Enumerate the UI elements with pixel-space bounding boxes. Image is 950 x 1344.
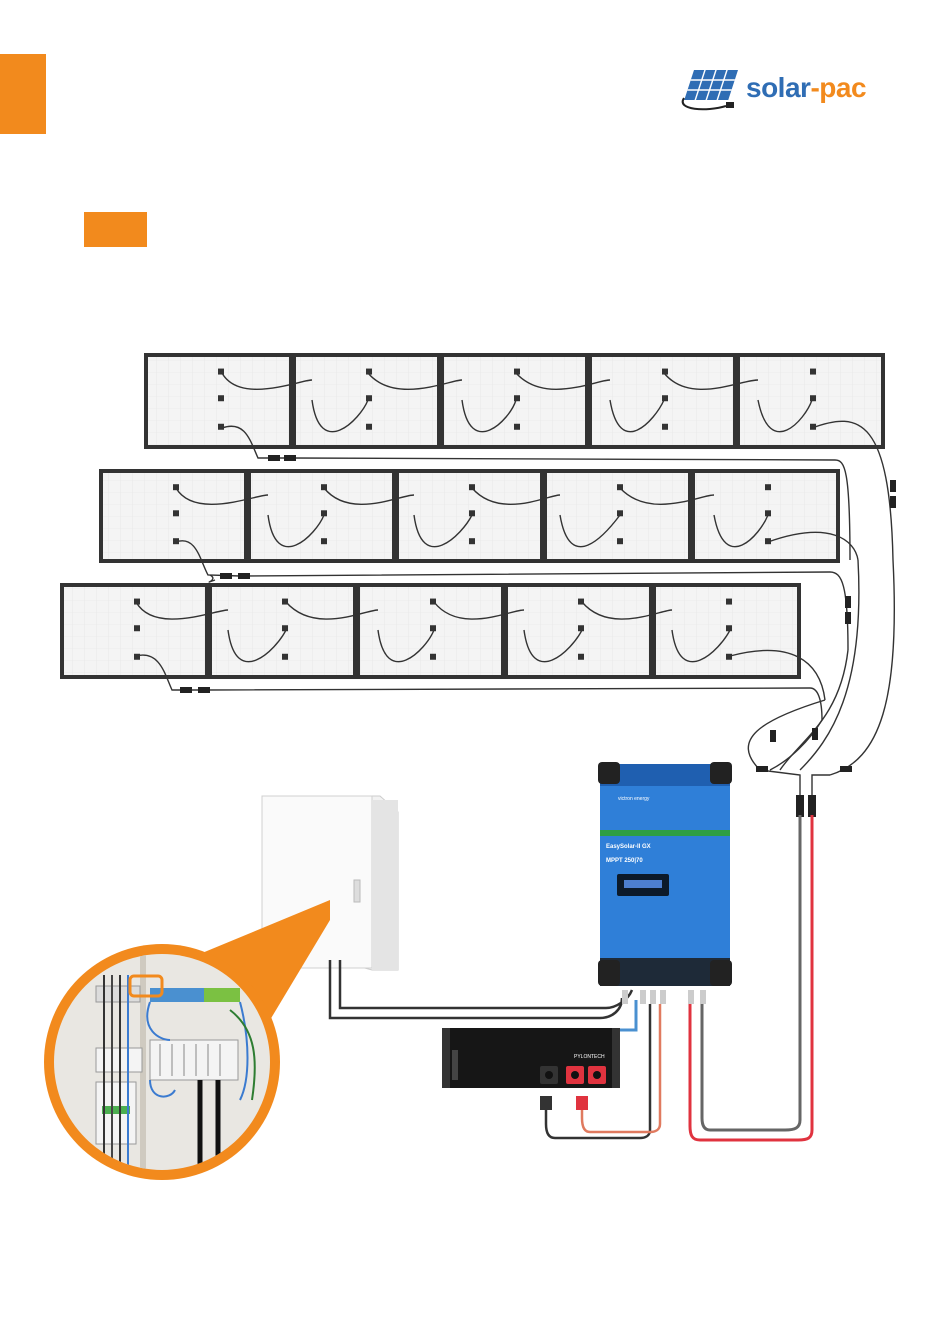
inverter-brand-text: victron energy [618, 796, 650, 802]
junction-box [430, 625, 436, 631]
junction-box [810, 369, 816, 375]
battery-unit: PYLONTECH [442, 1028, 620, 1110]
junction-box [469, 538, 475, 544]
inverter-unit: victron energy EasySolar-II GX MPPT 250|… [598, 762, 732, 1004]
junction-box [321, 484, 327, 490]
junction-box [514, 424, 520, 430]
junction-box [617, 538, 623, 544]
junction-box [662, 395, 668, 401]
junction-box [662, 424, 668, 430]
junction-box [218, 424, 224, 430]
inverter-mppt-text: MPPT 250|70 [606, 858, 643, 864]
battery-brand-text: PYLONTECH [574, 1054, 605, 1060]
junction-box [218, 395, 224, 401]
junction-box [514, 395, 520, 401]
junction-box [134, 625, 140, 631]
junction-box [282, 625, 288, 631]
inverter-model-text: EasySolar-II GX [606, 844, 651, 850]
junction-box [282, 654, 288, 660]
junction-box [134, 654, 140, 660]
junction-box [366, 424, 372, 430]
junction-box [765, 484, 771, 490]
junction-box [726, 654, 732, 660]
junction-box [430, 654, 436, 660]
junction-box [321, 538, 327, 544]
junction-box [578, 654, 584, 660]
junction-box [810, 395, 816, 401]
junction-box [366, 395, 372, 401]
junction-box [578, 625, 584, 631]
junction-box [173, 510, 179, 516]
junction-box [726, 625, 732, 631]
solar-panel-array [62, 355, 883, 677]
junction-box [726, 599, 732, 605]
